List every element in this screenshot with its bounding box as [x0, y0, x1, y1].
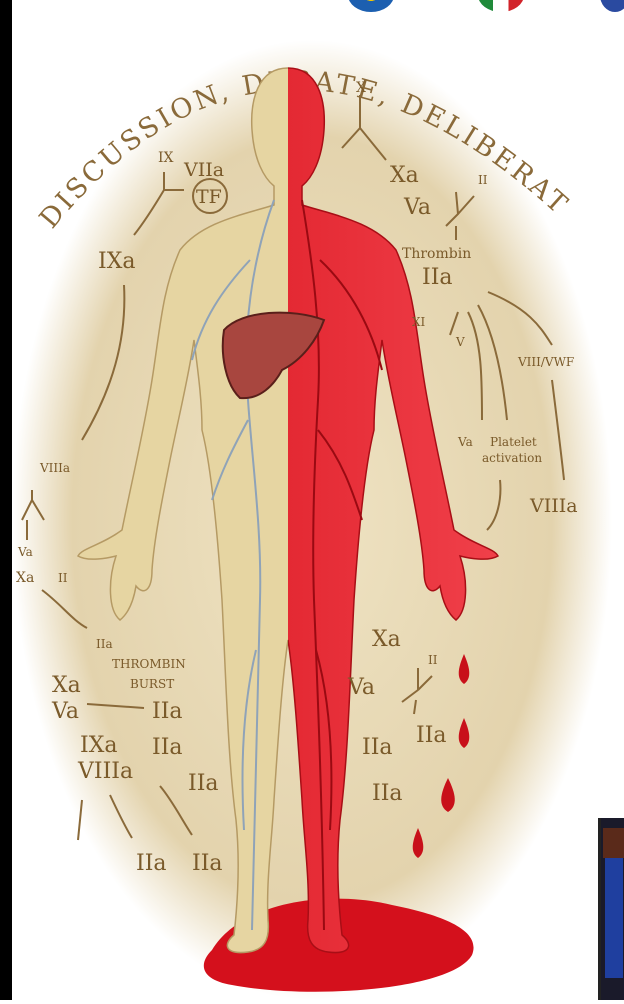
label-va-burst: Va: [51, 699, 79, 724]
label-xa-burst: Xa: [52, 673, 81, 698]
left-border: [0, 0, 12, 1000]
label-ii-left: II: [58, 571, 68, 585]
label-x: X: [356, 80, 366, 96]
label-viia: VIIa: [183, 159, 224, 181]
coagulation-illustration: DISCUSSION, DEBATE, DELIBERATIONS: [12, 0, 624, 1000]
label-va-left: Va: [17, 545, 33, 559]
label-viii-vwf: VIII/VWF: [517, 355, 574, 369]
label-iia-a: IIa: [152, 735, 183, 760]
thrombin-burst-line1: THROMBIN: [112, 657, 186, 671]
platelet-line2: activation: [482, 451, 542, 465]
label-ixa-lower: IXa: [80, 733, 117, 758]
thumbnail-photo[interactable]: [598, 818, 624, 1000]
label-ii-right2: II: [428, 653, 438, 667]
label-xi: XI: [412, 315, 426, 329]
illustration-svg: DISCUSSION, DEBATE, DELIBERATIONS: [12, 0, 624, 1000]
label-iia-b: IIa: [188, 771, 219, 796]
thumbnail-photo-detail: [603, 828, 624, 858]
label-iia-d: IIa: [192, 851, 223, 876]
label-viiia-left: VIIIa: [39, 461, 70, 475]
label-ixa: IXa: [98, 249, 135, 274]
label-iia-right: IIa: [422, 265, 453, 290]
thrombin-burst-line2: BURST: [130, 677, 174, 691]
label-viiia-right: VIIIa: [529, 495, 578, 517]
label-xa-right2: Xa: [372, 627, 401, 652]
label-xa-left: Xa: [16, 570, 34, 586]
label-va-out: Va: [457, 435, 473, 449]
label-iia-c: IIa: [136, 851, 167, 876]
label-iia-burst: IIa: [152, 699, 183, 724]
label-iia-right4: IIa: [372, 781, 403, 806]
platelet-line1: Platelet: [490, 435, 537, 449]
label-va-right2: Va: [347, 675, 375, 700]
label-v: V: [455, 335, 465, 349]
label-ii-right: II: [478, 173, 488, 187]
label-iia-right2: IIa: [416, 723, 447, 748]
label-iia-left: IIa: [96, 637, 113, 651]
label-viiia-lower: VIIIa: [77, 759, 133, 784]
label-va-right: Va: [403, 195, 431, 220]
label-thrombin: Thrombin: [402, 246, 471, 262]
label-xa-right: Xa: [390, 163, 419, 188]
label-tf: TF: [196, 186, 222, 208]
thumbnail-photo-detail: [605, 858, 623, 978]
label-iia-right3: IIa: [362, 735, 393, 760]
label-ix: IX: [158, 150, 174, 166]
